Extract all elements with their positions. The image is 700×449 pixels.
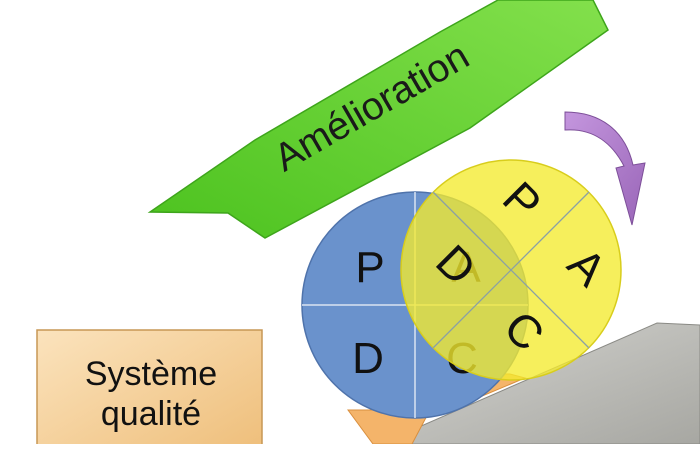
- quality-system-box: Système qualité: [36, 329, 263, 449]
- quality-box-line2: qualité: [101, 395, 201, 433]
- blue-letter-d: D: [352, 334, 384, 383]
- rotation-arrow: [564, 111, 646, 226]
- yellow-divider-2: [432, 191, 590, 349]
- blue-letter-p: P: [355, 243, 384, 292]
- quality-box-line1: Système: [85, 355, 217, 393]
- quality-box-shape: [36, 329, 263, 449]
- banner-shape: [147, 0, 609, 239]
- yellow-pdca-circle: P A C D: [400, 159, 622, 381]
